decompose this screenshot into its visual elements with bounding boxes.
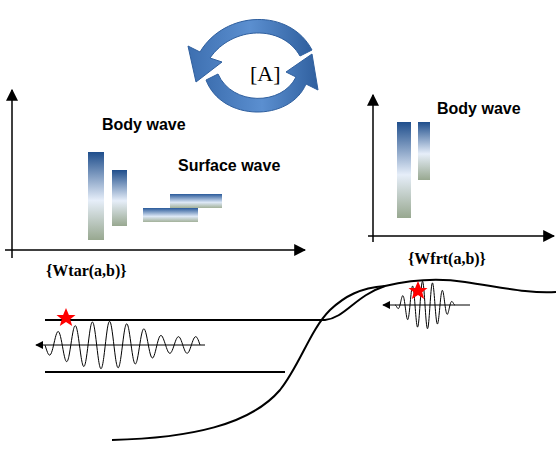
axis-label: Body wave [102, 116, 186, 134]
transform-label: [A] [250, 62, 281, 86]
wavefield-label: {Wtar(a,b)} [46, 262, 127, 280]
stars [57, 281, 428, 326]
left-axes [5, 90, 305, 258]
source-star [409, 281, 428, 299]
axis-label: Surface wave [178, 157, 280, 175]
swap-arrows [188, 19, 318, 112]
right-bars [397, 122, 430, 218]
wavefield-label: {Wfrt(a,b)} [408, 250, 486, 268]
cross-section [45, 280, 556, 440]
arrows [36, 305, 470, 345]
axis-label: Body wave [437, 100, 521, 118]
source-star [57, 308, 76, 326]
waveforms [45, 281, 455, 368]
right-axes [368, 95, 554, 242]
